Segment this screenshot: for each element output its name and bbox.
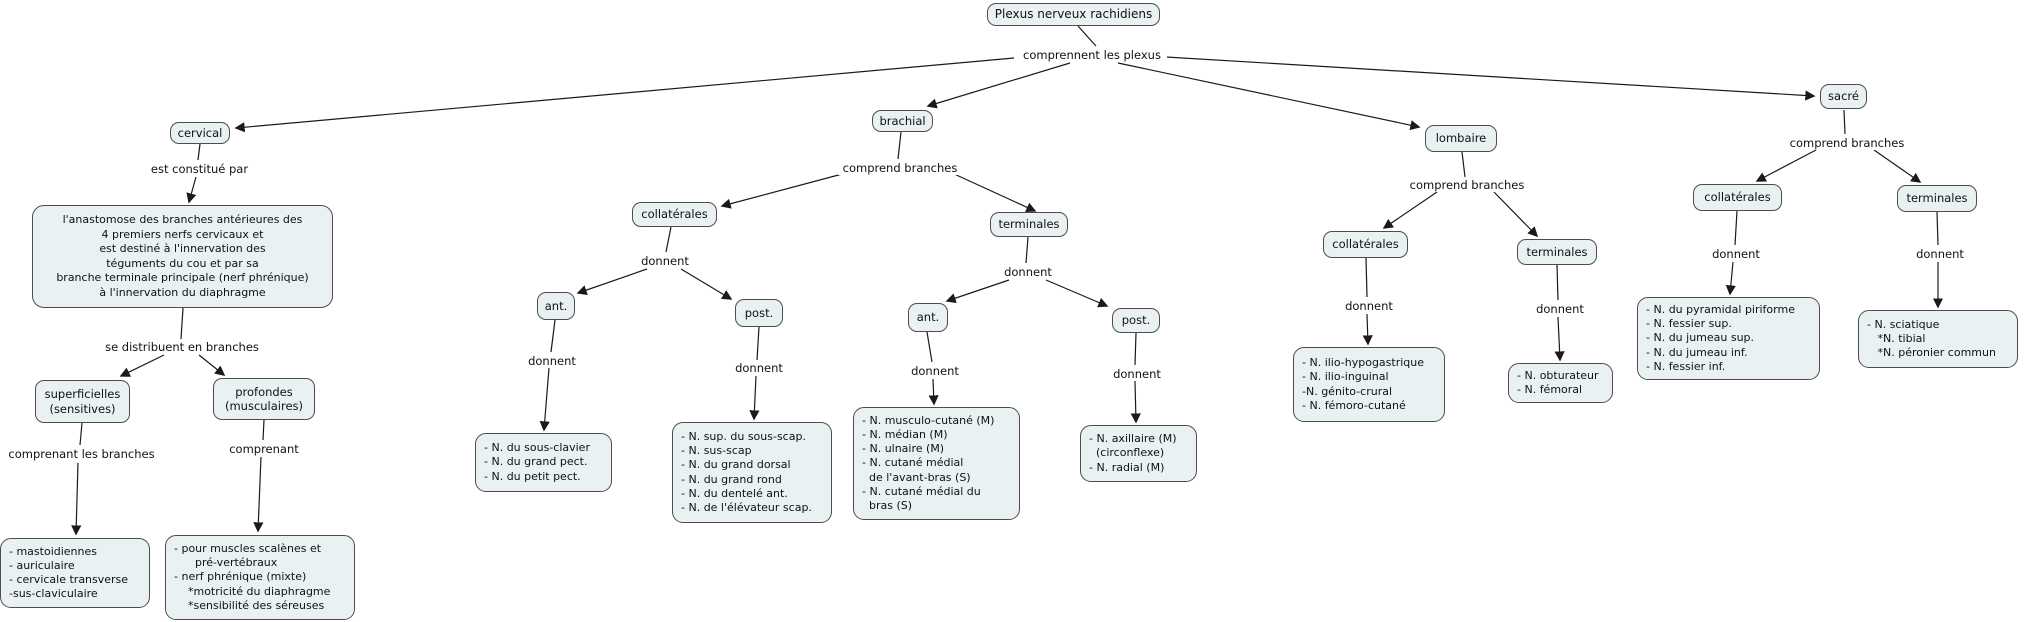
link-brachial-terminales-donnent[interactable]: donnent <box>1001 266 1055 279</box>
leaf-lombaire-term-text: - N. obturateur - N. fémoral <box>1517 368 1599 396</box>
link-brachial-term-post-donnent[interactable]: donnent <box>1110 368 1164 381</box>
leaf-sacre-term-text: - N. sciatique *N. tibial *N. péronier c… <box>1867 317 1996 360</box>
leaf-lombaire-collaterales-list[interactable]: - N. ilio-hypogastrique - N. ilio-inguin… <box>1293 347 1445 422</box>
node-lombaire-collaterales[interactable]: collatérales <box>1323 231 1408 258</box>
leaf-brachial-term-post-list[interactable]: - N. axillaire (M) (circonflexe) - N. ra… <box>1080 425 1197 482</box>
node-brachial-terminales-ant[interactable]: ant. <box>908 303 948 332</box>
leaf-superficielles-text: - mastoidiennes - auriculaire - cervical… <box>9 544 129 601</box>
link-brachial-coll-ant-donnent[interactable]: donnent <box>525 355 579 368</box>
node-sacre-terminales[interactable]: terminales <box>1897 185 1977 212</box>
node-superficielles[interactable]: superficielles (sensitives) <box>35 380 130 423</box>
leaf-superficielles-list[interactable]: - mastoidiennes - auriculaire - cervical… <box>0 538 150 608</box>
node-cervical-description[interactable]: l'anastomose des branches antérieures de… <box>32 205 333 308</box>
link-lombaire-collaterales-donnent[interactable]: donnent <box>1342 300 1396 313</box>
link-sacre-terminales-donnent[interactable]: donnent <box>1912 248 1968 261</box>
node-sacre[interactable]: sacré <box>1820 84 1867 109</box>
node-lombaire-terminales[interactable]: terminales <box>1517 239 1597 265</box>
leaf-brachial-coll-post-text: - N. sup. du sous-scap. - N. sus-scap - … <box>681 429 812 514</box>
link-est-constitue-par[interactable]: est constitué par <box>145 163 254 176</box>
leaf-lombaire-terminales-list[interactable]: - N. obturateur - N. fémoral <box>1508 363 1613 403</box>
node-plexus-root[interactable]: Plexus nerveux rachidiens <box>987 3 1160 26</box>
node-cervical[interactable]: cervical <box>170 122 230 144</box>
link-brachial-collaterales-donnent[interactable]: donnent <box>638 255 692 268</box>
link-comprennent-les-plexus[interactable]: comprennent les plexus <box>1017 49 1167 62</box>
node-brachial-collaterales-post[interactable]: post. <box>735 299 783 327</box>
link-sacre-comprend-branches[interactable]: comprend branches <box>1785 137 1909 150</box>
node-brachial-terminales[interactable]: terminales <box>990 212 1068 237</box>
leaf-brachial-term-ant-text: - N. musculo-cutané (M) - N. médian (M) … <box>862 413 995 513</box>
node-profondes[interactable]: profondes (musculaires) <box>213 378 315 420</box>
link-brachial-term-ant-donnent[interactable]: donnent <box>908 365 962 378</box>
link-sacre-collaterales-donnent[interactable]: donnent <box>1708 248 1764 261</box>
node-brachial-collaterales[interactable]: collatérales <box>632 202 717 227</box>
leaf-sacre-terminales-list[interactable]: - N. sciatique *N. tibial *N. péronier c… <box>1858 310 2018 368</box>
leaf-sacre-collaterales-list[interactable]: - N. du pyramidal piriforme - N. fessier… <box>1637 297 1820 380</box>
leaf-brachial-coll-ant-list[interactable]: - N. du sous-clavier - N. du grand pect.… <box>475 433 612 492</box>
leaf-brachial-term-post-text: - N. axillaire (M) (circonflexe) - N. ra… <box>1089 432 1177 474</box>
link-se-distribuent-en-branches[interactable]: se distribuent en branches <box>100 341 264 354</box>
link-brachial-comprend-branches[interactable]: comprend branches <box>838 162 962 175</box>
link-comprenant[interactable]: comprenant <box>226 443 302 456</box>
leaf-brachial-term-ant-list[interactable]: - N. musculo-cutané (M) - N. médian (M) … <box>853 407 1020 520</box>
leaf-profondes-list[interactable]: - pour muscles scalènes et pré-vertébrau… <box>165 535 355 620</box>
leaf-profondes-text: - pour muscles scalènes et pré-vertébrau… <box>174 542 331 612</box>
node-brachial[interactable]: brachial <box>872 110 933 132</box>
leaf-brachial-coll-post-list[interactable]: - N. sup. du sous-scap. - N. sus-scap - … <box>672 422 832 523</box>
leaf-brachial-coll-ant-text: - N. du sous-clavier - N. du grand pect.… <box>484 441 590 483</box>
leaf-sacre-coll-text: - N. du pyramidal piriforme - N. fessier… <box>1646 303 1795 373</box>
leaf-lombaire-coll-text: - N. ilio-hypogastrique - N. ilio-inguin… <box>1302 356 1425 412</box>
node-brachial-collaterales-ant[interactable]: ant. <box>537 292 575 320</box>
node-brachial-terminales-post[interactable]: post. <box>1112 308 1160 333</box>
link-brachial-coll-post-donnent[interactable]: donnent <box>732 362 786 375</box>
link-lombaire-terminales-donnent[interactable]: donnent <box>1533 303 1587 316</box>
link-comprenant-les-branches[interactable]: comprenant les branches <box>2 448 161 461</box>
node-sacre-collaterales[interactable]: collatérales <box>1693 184 1782 211</box>
node-lombaire[interactable]: lombaire <box>1425 125 1497 152</box>
link-lombaire-comprend-branches[interactable]: comprend branches <box>1405 179 1529 192</box>
